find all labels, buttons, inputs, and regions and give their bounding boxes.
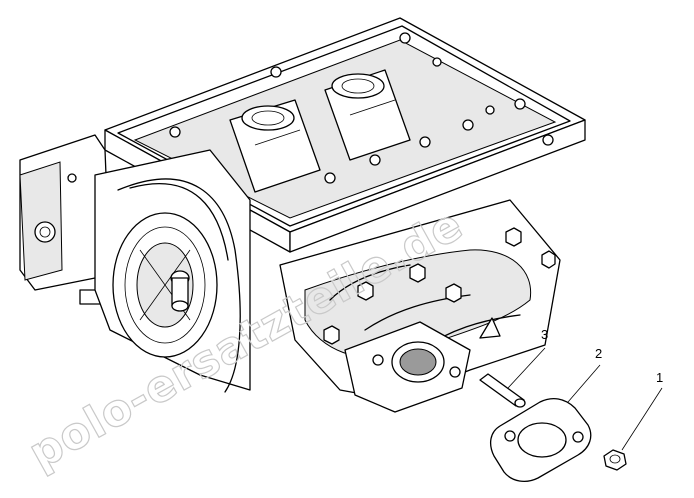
callout-3: 3 — [541, 327, 548, 342]
exhaust-manifold — [279, 199, 561, 413]
outlet-flange — [344, 321, 471, 413]
timing-housing — [19, 134, 251, 393]
part-2-gasket — [489, 397, 592, 483]
callout-2: 2 — [595, 346, 602, 361]
callout-1: 1 — [656, 370, 663, 385]
part-1-nut — [603, 449, 627, 471]
callout-leaders — [507, 347, 663, 451]
manifold-nuts — [323, 227, 556, 345]
cam-towers — [229, 69, 411, 193]
part-3-stud — [479, 373, 526, 408]
